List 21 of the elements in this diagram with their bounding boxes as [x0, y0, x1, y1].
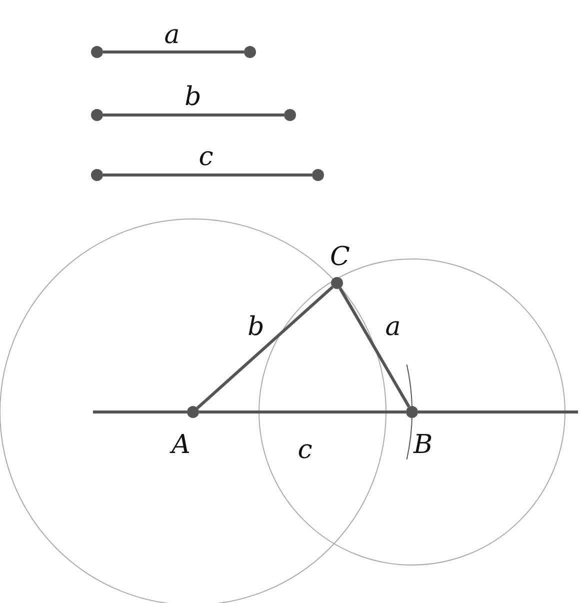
- endpoint-dot: [312, 169, 324, 181]
- line-segment: [196, 286, 334, 410]
- point-label: C: [329, 242, 351, 272]
- endpoint-dot: [91, 109, 103, 121]
- endpoint-dot: [91, 46, 103, 58]
- line-segment: [103, 50, 244, 54]
- line-segment: [103, 114, 284, 116]
- line-segment: [338, 287, 410, 408]
- line-segment: [103, 174, 312, 176]
- point-label: A: [168, 430, 192, 460]
- endpoint-dot: [284, 109, 296, 121]
- line-segment: [199, 410, 406, 414]
- segment-label: c: [198, 142, 214, 172]
- point-label: B: [412, 430, 434, 460]
- endpoint-dot: [244, 46, 256, 58]
- segment-label: a: [384, 312, 402, 342]
- endpoint-dot: [91, 169, 103, 181]
- segment-label: a: [163, 20, 181, 50]
- segment-label: b: [246, 312, 266, 342]
- segment-label: c: [296, 435, 314, 465]
- segment-label: b: [184, 82, 202, 112]
